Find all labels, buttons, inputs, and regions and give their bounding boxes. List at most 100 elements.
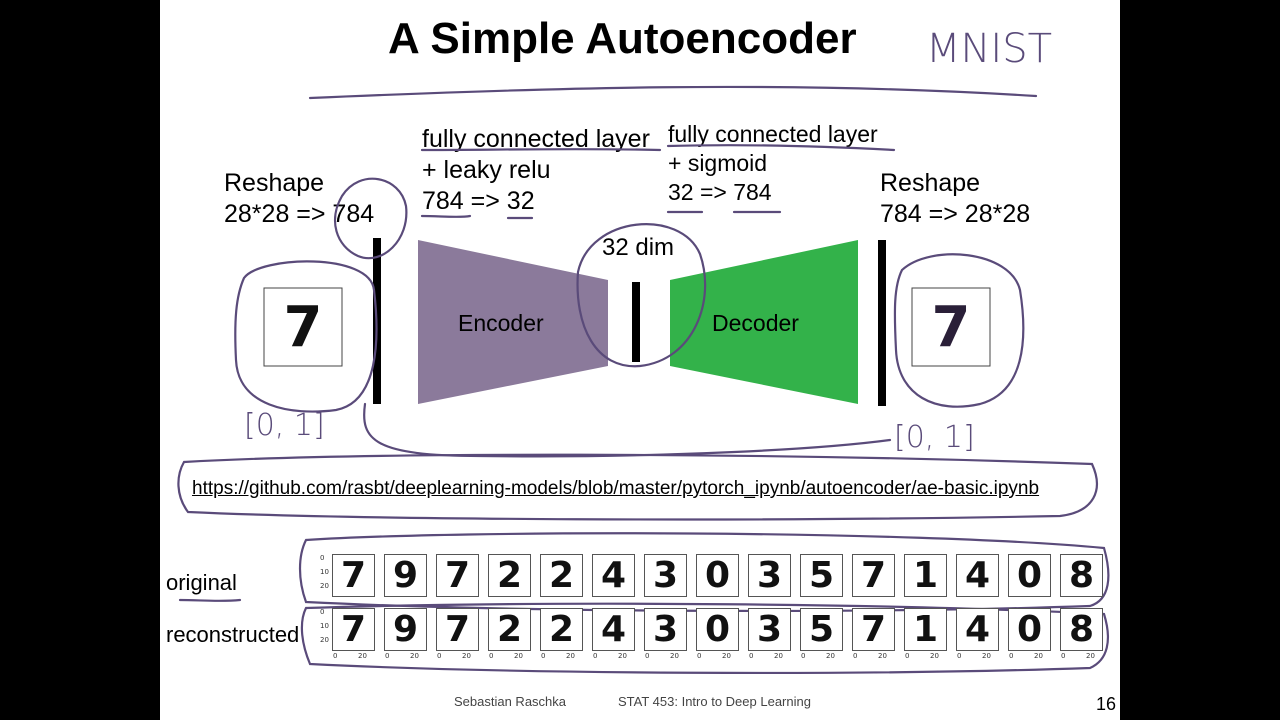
reconstructed-digit-cell: 4 [592, 608, 635, 651]
x-tick-label: 0 [957, 652, 962, 660]
x-tick-label: 20 [1086, 652, 1095, 660]
original-digit-cell: 2 [488, 554, 531, 597]
reconstructed-digit-cell: 9 [384, 608, 427, 651]
original-digit-cell: 0 [1008, 554, 1051, 597]
input-image-frame [263, 287, 343, 367]
footer-author: Sebastian Raschka [454, 694, 567, 709]
reconstructed-row-circle [300, 602, 1110, 675]
original-digit-cell: 8 [1060, 554, 1103, 597]
reconstructed-digit-cell: 3 [644, 608, 687, 651]
original-row-label: original [166, 570, 237, 595]
underline-decoder-line [666, 144, 896, 152]
x-tick-label: 0 [489, 652, 494, 660]
x-tick-label: 0 [905, 652, 910, 660]
reconstructed-digit-cell: 0 [1008, 608, 1051, 651]
reconstructed-digit-cell: 4 [956, 608, 999, 651]
original-digit-cell: 1 [904, 554, 947, 597]
reconstructed-digit-cell: 0 [696, 608, 739, 651]
x-tick-label: 0 [749, 652, 754, 660]
x-tick-label: 0 [697, 652, 702, 660]
x-tick-label: 0 [801, 652, 806, 660]
slide-title: A Simple Autoencoder [388, 14, 857, 63]
original-digit-cell: 5 [800, 554, 843, 597]
autoencoder-diagram [177, 85, 1110, 675]
mnist-handwritten-note: MNIST [926, 26, 1053, 72]
x-tick-label: 20 [878, 652, 887, 660]
bottleneck-label: 32 dim [602, 234, 675, 261]
reconstructed-digit-cell: 5 [800, 608, 843, 651]
x-tick-label: 20 [566, 652, 575, 660]
reconstructed-digit-cell: 8 [1060, 608, 1103, 651]
x-tick-label: 20 [982, 652, 991, 660]
decoder-trapezoid [670, 240, 858, 404]
circle-output-image [893, 253, 1025, 408]
x-tick-label: 20 [774, 652, 783, 660]
output-reshape-formula: 784 => 28*28 [880, 200, 1031, 228]
encoder-trapezoid [418, 240, 608, 404]
input-reshape-title: Reshape [224, 169, 325, 197]
page-number: 16 [1096, 694, 1117, 714]
decoder-layer-line2: + sigmoid [668, 150, 768, 176]
x-tick-label: 20 [410, 652, 419, 660]
input-reshape-label: Reshape 28*28 => 784 [224, 168, 374, 230]
original-digit-cell: 7 [332, 554, 375, 597]
github-notebook-link[interactable]: https://github.com/rasbt/deeplearning-mo… [192, 478, 1040, 499]
x-tick-label: 0 [333, 652, 338, 660]
y-tick-label: 10 [320, 568, 329, 576]
x-tick-label: 0 [1009, 652, 1014, 660]
x-tick-label: 20 [670, 652, 679, 660]
reconstructed-row-label: reconstructed [166, 622, 300, 647]
original-digit-cell: 4 [956, 554, 999, 597]
slide: A Simple Autoencoder MNIST Reshape 28*28… [160, 0, 1120, 720]
original-digit-cell: 0 [696, 554, 739, 597]
x-tick-label: 20 [462, 652, 471, 660]
original-row-circle [298, 532, 1110, 613]
underline-title [308, 85, 1038, 100]
decoder-layer-label: fully connected layer + sigmoid 32 => 78… [668, 120, 878, 207]
x-tick-label: 0 [593, 652, 598, 660]
input-range-note: [0, 1] [244, 408, 325, 443]
x-tick-label: 20 [1034, 652, 1043, 660]
url-highlight [177, 453, 1098, 521]
y-tick-label: 0 [320, 554, 325, 562]
output-digit-image: 7 [931, 294, 971, 360]
underline-encoder-line [420, 148, 662, 152]
encoder-layer-line2: + leaky relu [422, 156, 551, 184]
encoder-label: Encoder [458, 310, 544, 336]
original-digit-cell: 9 [384, 554, 427, 597]
reconstructed-digit-cell: 1 [904, 608, 947, 651]
original-digit-cell: 4 [592, 554, 635, 597]
circle-784 [333, 177, 408, 260]
reconstructed-digit-cell: 2 [488, 608, 531, 651]
reconstructed-digit-cell: 7 [436, 608, 479, 651]
x-tick-label: 0 [541, 652, 546, 660]
original-digit-cell: 3 [748, 554, 791, 597]
original-digit-cell: 3 [644, 554, 687, 597]
output-image-frame [911, 287, 991, 367]
x-tick-label: 0 [437, 652, 442, 660]
circle-bottleneck [576, 223, 707, 368]
x-tick-label: 20 [722, 652, 731, 660]
y-tick-label: 20 [320, 582, 329, 590]
handwritten-annotations [177, 85, 1110, 675]
x-tick-label: 20 [358, 652, 367, 660]
y-tick-label: 10 [320, 622, 329, 630]
footer-course: STAT 453: Intro to Deep Learning [618, 694, 811, 709]
decoder-layer-line1: fully connected layer [668, 121, 878, 147]
original-digit-cell: 2 [540, 554, 583, 597]
input-reshape-formula: 28*28 => 784 [224, 200, 375, 228]
original-label-underline [178, 598, 242, 602]
connector-bottom [363, 402, 892, 458]
reconstructed-digit-cell: 7 [852, 608, 895, 651]
underline-784-1 [420, 214, 472, 218]
original-digit-cell: 7 [436, 554, 479, 597]
decoder-label: Decoder [712, 310, 799, 336]
reconstructed-digit-cell: 2 [540, 608, 583, 651]
decoder-layer-line3: 32 => 784 [668, 179, 772, 205]
y-tick-label: 20 [320, 636, 329, 644]
x-tick-label: 0 [645, 652, 650, 660]
x-tick-label: 0 [385, 652, 390, 660]
original-digit-cell: 7 [852, 554, 895, 597]
bottleneck-vector-bar [632, 282, 640, 362]
